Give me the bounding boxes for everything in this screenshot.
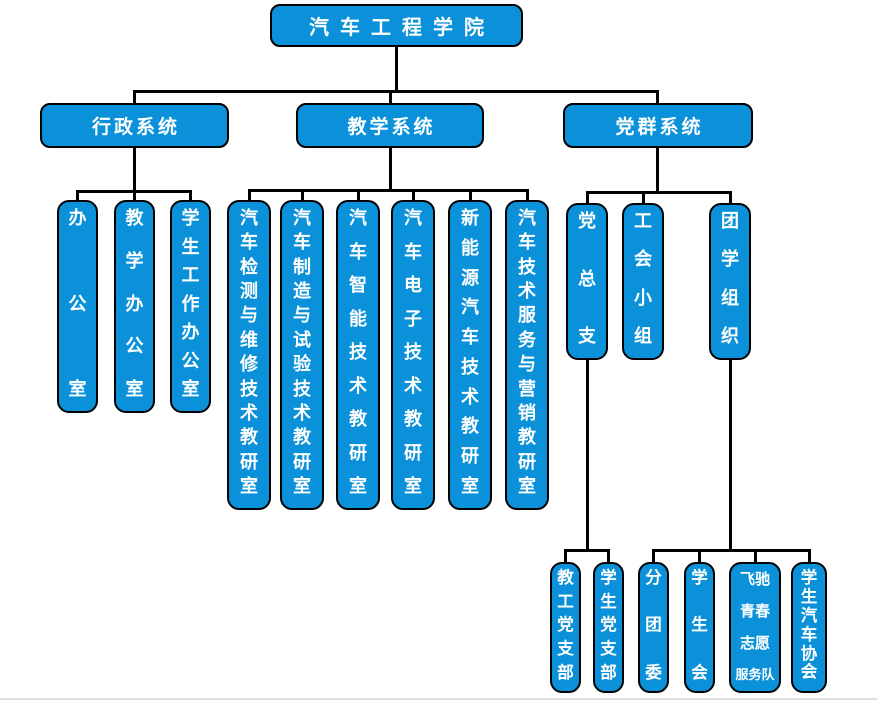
node-auto-service-marketing-office: 汽车技术服务与营销教研室 <box>505 200 549 510</box>
node-admin-system: 行政系统 <box>40 103 229 148</box>
connector-line <box>564 549 610 552</box>
node-party-system: 党群系统 <box>563 103 753 148</box>
connector-line <box>607 549 610 564</box>
node-youth-league-committee: 分团委 <box>638 562 669 693</box>
node-nev-tech-office: 新能源汽车技术教研室 <box>448 200 492 510</box>
connector-line <box>656 90 659 106</box>
connector-line <box>656 148 659 194</box>
connector-line <box>189 190 192 204</box>
node-auto-inspection-maintenance-office: 汽车检测与维修技术教研室 <box>227 200 271 510</box>
node-league-student-org: 团学组织 <box>709 203 751 360</box>
node-root: 汽车工程学院 <box>270 4 523 47</box>
connector-line <box>76 190 79 204</box>
node-party-general-branch: 党总支 <box>566 203 608 360</box>
connector-line <box>652 549 811 552</box>
connector-line <box>389 148 392 192</box>
connector-line <box>642 191 645 205</box>
connector-line <box>526 189 529 203</box>
connector-line <box>698 549 701 564</box>
connector-line <box>76 190 192 193</box>
node-feichi-volunteer-team: 飞驰青春志愿服务队 <box>729 562 781 693</box>
connector-line <box>389 90 392 106</box>
connector-line <box>133 90 136 106</box>
connector-line <box>469 189 472 203</box>
node-teaching-office: 教学办公室 <box>114 200 155 413</box>
node-student-auto-association: 学生汽车协会 <box>791 562 827 693</box>
connector-line <box>301 189 304 203</box>
node-auto-electronics-tech-office: 汽车电子技术教研室 <box>391 200 435 510</box>
connector-line <box>729 191 732 205</box>
node-auto-manufacturing-testing-office: 汽车制造与试验技术教研室 <box>280 200 324 510</box>
connector-line <box>248 189 251 203</box>
connector-line <box>248 189 529 192</box>
connector-line <box>808 549 811 564</box>
connector-line <box>586 191 589 205</box>
connector-line <box>754 549 757 564</box>
connector-line <box>564 549 567 564</box>
connector-line <box>729 360 732 552</box>
connector-line <box>395 44 398 92</box>
node-union-group: 工会小组 <box>622 203 664 360</box>
connector-line <box>586 191 732 194</box>
node-office: 办公室 <box>57 200 98 413</box>
connector-line <box>412 189 415 203</box>
node-student-party-branch: 学生党支部 <box>593 562 624 693</box>
connector-line <box>133 148 136 204</box>
connector-line <box>133 90 659 93</box>
connector-line <box>586 360 589 552</box>
connector-line <box>357 189 360 203</box>
node-auto-intelligent-tech-office: 汽车智能技术教研室 <box>336 200 380 510</box>
node-faculty-party-branch: 教工党支部 <box>550 562 581 693</box>
node-student-affairs-office: 学生工作办公室 <box>170 200 211 413</box>
node-teaching-system: 教学系统 <box>296 103 484 148</box>
connector-line <box>652 549 655 564</box>
page-divider-line <box>0 698 877 700</box>
node-student-union: 学生会 <box>684 562 715 693</box>
